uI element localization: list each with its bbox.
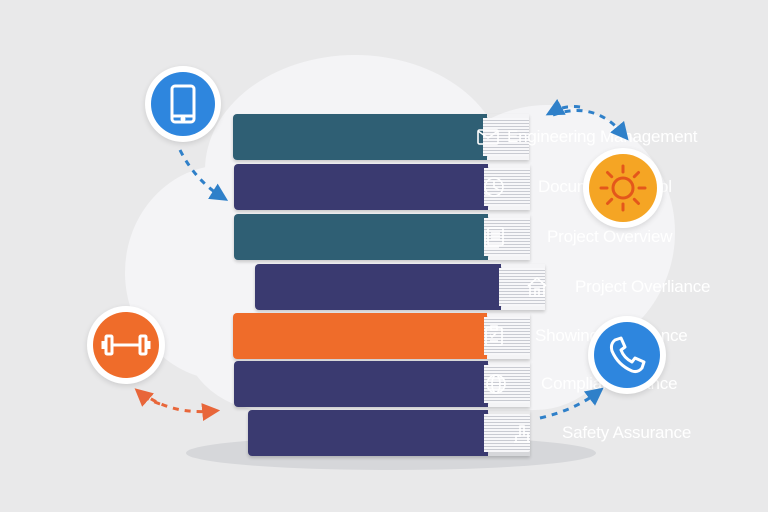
envelope-icon [477, 129, 499, 145]
book-spine [255, 264, 501, 310]
book-label: Safety Assurance [562, 423, 692, 442]
safety-icon [514, 425, 530, 443]
book-pages [484, 414, 530, 452]
arrow-top-back [545, 98, 581, 116]
book-spine [234, 164, 488, 210]
book-spine [233, 114, 487, 160]
arrow-tablet-to-stack [178, 149, 229, 201]
house-icon [527, 276, 547, 297]
book-spine [234, 214, 488, 260]
book-spine [234, 361, 488, 407]
document-icon [484, 227, 504, 248]
sun-badge[interactable] [583, 148, 663, 228]
book-spine [248, 410, 488, 456]
book-project-overview[interactable]: Project Overview [234, 214, 672, 260]
book-pages [484, 168, 530, 206]
phone-icon [609, 336, 646, 374]
tablet-icon [170, 84, 196, 124]
arrow-dumbbell-back [134, 388, 161, 407]
checklist-icon [485, 325, 503, 346]
sun-icon [599, 164, 647, 212]
arrow-stack-to-phone [539, 387, 604, 420]
book-label: Project Overview [547, 227, 673, 246]
phone-badge[interactable] [588, 316, 666, 394]
book-project-overliance[interactable]: Project Overliance [255, 264, 710, 310]
arrow-dumbbell-to-stack [140, 390, 221, 421]
dumbbell-icon [101, 334, 151, 356]
book-engineering-management[interactable]: Engineering Management [233, 114, 697, 160]
clock-icon [484, 177, 504, 197]
globe-icon [486, 374, 506, 394]
book-spine [233, 313, 487, 359]
book-label: Project Overliance [575, 277, 711, 296]
book-pages [484, 218, 530, 256]
arrow-top-to-sun [552, 109, 629, 141]
book-pages [499, 268, 545, 306]
book-label: Engineering Management [507, 127, 698, 146]
tablet-badge[interactable] [145, 66, 221, 142]
dumbbell-badge[interactable] [87, 306, 165, 384]
book-safety-assurance[interactable]: Safety Assurance [248, 410, 691, 456]
